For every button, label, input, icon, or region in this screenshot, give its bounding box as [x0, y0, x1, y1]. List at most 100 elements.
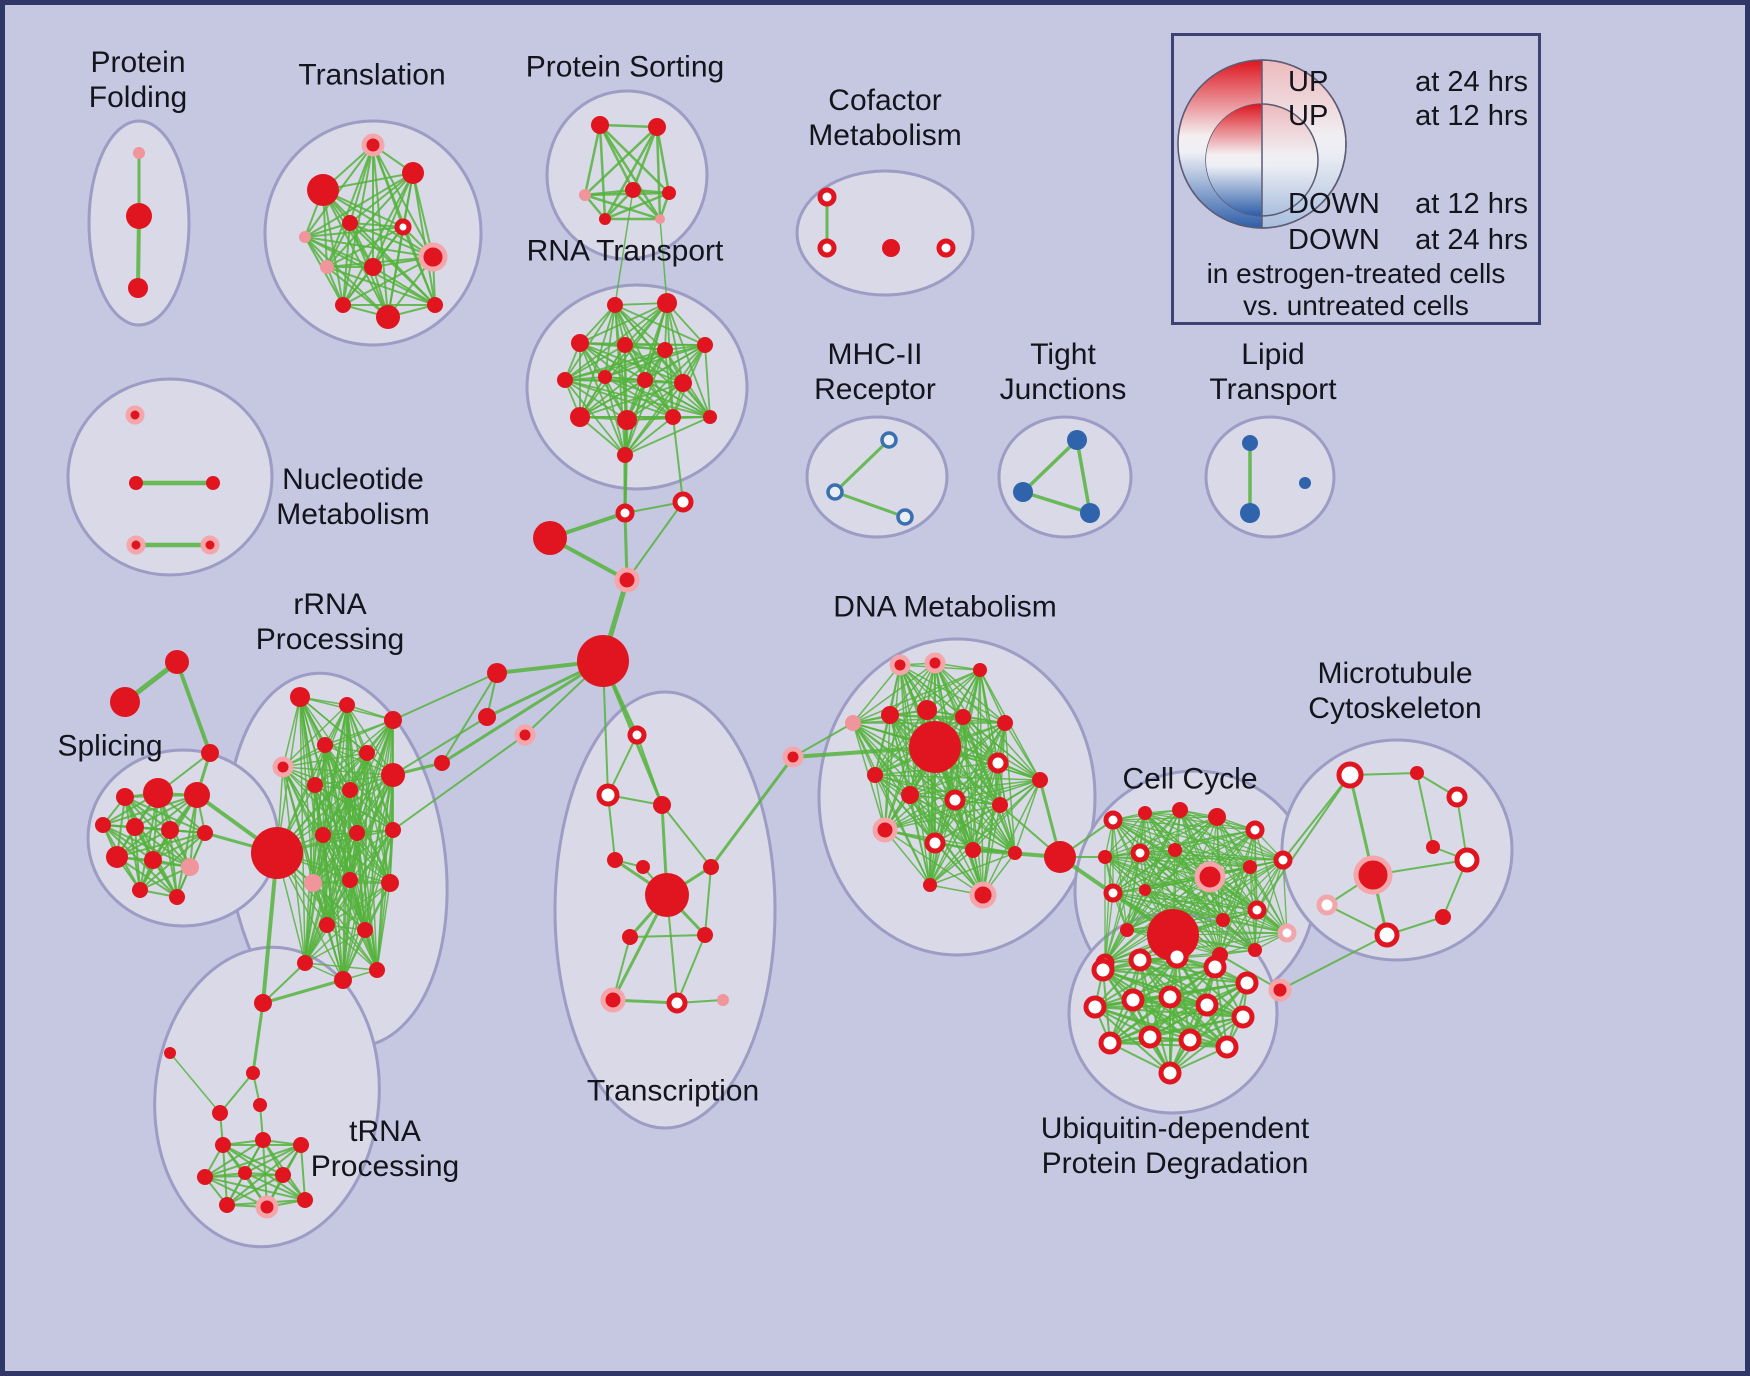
node-j19: [1248, 943, 1262, 957]
node-w0: [1242, 435, 1258, 451]
node-j1: [1138, 806, 1152, 820]
network-diagram: [66, 89, 1514, 1249]
node-f3: [434, 755, 450, 771]
legend-caption-line2: vs. untreated cells: [1243, 290, 1469, 321]
node-b5: [299, 231, 311, 243]
node-q0: [880, 431, 898, 449]
node-j15: [1247, 900, 1267, 920]
node-s3: [116, 788, 134, 806]
node-s12: [181, 858, 199, 876]
node-t10: [666, 992, 688, 1014]
node-l12: [1178, 1028, 1202, 1052]
node-r17: [357, 922, 373, 938]
node-h13: [992, 797, 1008, 813]
node-b2: [402, 162, 424, 184]
node-h1: [924, 652, 946, 674]
node-d6: [557, 372, 573, 388]
node-l7: [1158, 985, 1182, 1009]
node-r14: [342, 872, 358, 888]
node-t1: [596, 783, 620, 807]
node-c4: [662, 186, 676, 200]
node-d1: [657, 293, 677, 313]
node-u3: [212, 1105, 228, 1121]
node-t0: [627, 725, 647, 745]
node-t2: [653, 796, 671, 814]
node-l14: [1158, 1061, 1182, 1085]
node-s7: [126, 818, 144, 836]
cluster-ellipse-mhc-ii-receptor: [805, 415, 949, 539]
legend-time: at 24 hrs: [1415, 66, 1528, 98]
node-d2: [571, 334, 589, 352]
legend-caption-line1: in estrogen-treated cells: [1206, 258, 1506, 289]
node-v2: [1080, 503, 1100, 523]
node-l6: [1121, 988, 1145, 1012]
node-r1: [339, 697, 355, 713]
node-e3: [614, 567, 640, 593]
node-j2: [1172, 802, 1188, 818]
cluster-ellipse-nucleotide-metabolism: [66, 377, 274, 577]
node-h17: [965, 842, 981, 858]
node-s6: [95, 817, 111, 833]
node-h3: [845, 715, 861, 731]
node-r0: [290, 687, 310, 707]
node-c1: [648, 118, 666, 136]
node-d13: [703, 410, 717, 424]
node-k8: [1435, 909, 1451, 925]
node-j8: [1194, 861, 1226, 893]
node-r19: [334, 971, 352, 989]
node-h12: [944, 789, 966, 811]
node-h19: [969, 881, 997, 909]
node-t11: [717, 994, 729, 1006]
node-u2: [246, 1066, 260, 1080]
legend-time: at 12 hrs: [1415, 100, 1528, 132]
node-r7: [307, 777, 323, 793]
legend-direction: DOWN: [1288, 224, 1380, 256]
node-b4: [394, 218, 412, 236]
node-u9: [238, 1166, 252, 1180]
node-d8: [637, 372, 653, 388]
node-r18: [297, 955, 313, 971]
node-r9: [251, 827, 303, 879]
node-l3: [1203, 955, 1227, 979]
node-h18: [1008, 846, 1022, 860]
node-l2: [1165, 945, 1189, 969]
node-u6: [255, 1132, 271, 1148]
node-j20: [1277, 923, 1297, 943]
node-s11: [144, 851, 162, 869]
node-f0: [487, 663, 507, 683]
node-k0: [1336, 761, 1364, 789]
node-j9: [1243, 860, 1257, 874]
node-w1: [1240, 503, 1260, 523]
node-d3: [617, 337, 633, 353]
node-b0: [307, 174, 339, 206]
node-l0: [1091, 958, 1115, 982]
node-t4: [636, 860, 650, 874]
node-e4: [577, 635, 629, 687]
node-h6: [955, 709, 971, 725]
node-s14: [169, 889, 185, 905]
node-h20: [923, 878, 937, 892]
node-j0: [1103, 810, 1123, 830]
node-h11: [901, 786, 919, 804]
node-t7: [622, 929, 638, 945]
node-h4: [881, 706, 899, 724]
node-d11: [617, 410, 637, 430]
node-u8: [197, 1169, 213, 1185]
node-d7: [598, 370, 612, 384]
node-s1: [110, 687, 140, 717]
legend-time: at 24 hrs: [1415, 224, 1528, 256]
node-t8: [697, 927, 713, 943]
node-i0: [1044, 841, 1076, 873]
node-s9: [197, 825, 213, 841]
node-j11: [1103, 883, 1123, 903]
node-u7: [293, 1137, 309, 1153]
node-l11: [1138, 1025, 1162, 1049]
legend-updown-disc-icon: [1177, 59, 1347, 229]
node-h15: [872, 817, 898, 843]
node-d14: [617, 447, 633, 463]
node-l10: [1098, 1031, 1122, 1055]
node-j6: [1130, 843, 1150, 863]
node-t3: [607, 852, 623, 868]
node-l8: [1195, 993, 1219, 1017]
node-m0: [1268, 978, 1292, 1002]
